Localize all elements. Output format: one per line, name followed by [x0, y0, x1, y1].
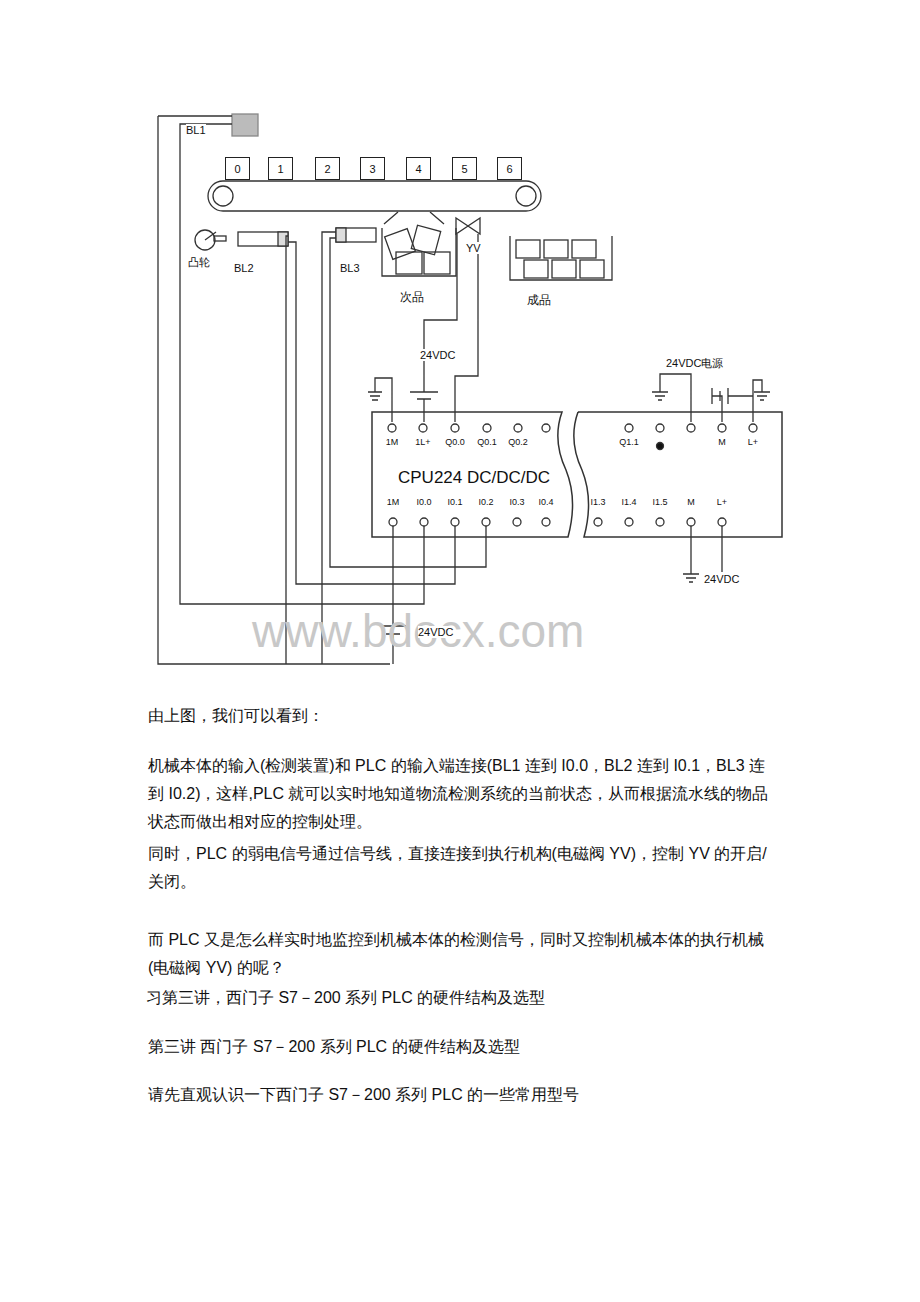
- terminal: [451, 518, 459, 526]
- part-label: BL3: [340, 262, 360, 274]
- body-text: 由上图，我们可以看到：: [148, 702, 780, 730]
- body-text: 第三讲 西门子 S7－200 系列 PLC 的硬件结构及选型: [148, 1033, 780, 1061]
- conveyor-slot: 3: [360, 157, 385, 180]
- terminal-name: I0.2: [478, 498, 493, 508]
- part-label: YV: [466, 242, 481, 254]
- terminal: [389, 518, 397, 526]
- terminal-name: L+: [717, 498, 727, 508]
- terminal: [594, 518, 602, 526]
- terminal: [656, 424, 664, 432]
- terminal-name: M: [718, 438, 726, 448]
- part-label: 24VDC电源: [666, 357, 723, 369]
- terminal: [514, 424, 522, 432]
- part-label: 成品: [527, 294, 551, 307]
- terminal-name: M: [687, 498, 695, 508]
- slot-number: 2: [324, 163, 330, 175]
- terminal: [420, 518, 428, 526]
- part-label: BL1: [186, 124, 206, 136]
- terminal-dot: [657, 443, 664, 450]
- terminal: [625, 518, 633, 526]
- terminal: [483, 424, 491, 432]
- terminal-name: I0.0: [416, 498, 431, 508]
- slot-number: 3: [369, 163, 375, 175]
- conveyor-slot: 6: [497, 157, 522, 180]
- terminal-name: 1M: [386, 438, 399, 448]
- terminal-name: Q0.0: [445, 438, 465, 448]
- terminal-name: I1.4: [621, 498, 636, 508]
- part-label: 24VDC: [420, 349, 455, 361]
- conveyor-slot: 4: [406, 157, 431, 180]
- part-label: 凸轮: [188, 256, 210, 268]
- terminal: [687, 518, 695, 526]
- body-text: 而 PLC 又是怎么样实时地监控到机械本体的检测信号，同时又控制机械本体的执行机…: [148, 926, 780, 982]
- part-label: 次品: [400, 291, 424, 304]
- terminal-name: 1L+: [415, 438, 430, 448]
- terminal: [687, 424, 695, 432]
- terminal-name: I1.5: [652, 498, 667, 508]
- terminal: [451, 424, 459, 432]
- slot-number: 0: [234, 163, 240, 175]
- terminal: [718, 424, 726, 432]
- body-text: 同时，PLC 的弱电信号通过信号线，直接连接到执行机构(电磁阀 YV)，控制 Y…: [148, 840, 780, 896]
- conveyor-slot: 5: [452, 157, 477, 180]
- part-label: 24VDC: [418, 626, 453, 638]
- terminal: [513, 518, 521, 526]
- terminal-name: I1.3: [590, 498, 605, 508]
- part-label: 24VDC: [704, 573, 739, 585]
- terminal-name: I0.1: [447, 498, 462, 508]
- terminal: [749, 424, 757, 432]
- slot-number: 6: [506, 163, 512, 175]
- terminal: [388, 424, 396, 432]
- conveyor-slot: 1: [268, 157, 293, 180]
- terminal-name: Q1.1: [619, 438, 639, 448]
- plc-box: CPU224 DC/DC/DC: [372, 412, 782, 537]
- terminal: [542, 424, 550, 432]
- terminal: [718, 518, 726, 526]
- terminal: [419, 424, 427, 432]
- terminal: [656, 518, 664, 526]
- terminal: [542, 518, 550, 526]
- terminal: [625, 424, 633, 432]
- slot-number: 4: [415, 163, 421, 175]
- conveyor-slot: 2: [315, 157, 340, 180]
- slot-number: 1: [277, 163, 283, 175]
- terminal-name: 1M: [387, 498, 400, 508]
- body-text: 习第三讲，西门子 S7－200 系列 PLC 的硬件结构及选型: [146, 984, 778, 1012]
- body-text: 机械本体的输入(检测装置)和 PLC 的输入端连接(BL1 连到 I0.0，BL…: [148, 752, 780, 836]
- slot-number: 5: [461, 163, 467, 175]
- terminal-name: I0.3: [509, 498, 524, 508]
- terminal-name: I0.4: [538, 498, 553, 508]
- terminal-name: Q0.1: [477, 438, 497, 448]
- conveyor-slot: 0: [225, 157, 250, 180]
- part-label: BL2: [234, 262, 254, 274]
- terminal: [482, 518, 490, 526]
- terminal-name: L+: [748, 438, 758, 448]
- body-text: 请先直观认识一下西门子 S7－200 系列 PLC 的一些常用型号: [148, 1081, 780, 1109]
- plc-model: CPU224 DC/DC/DC: [398, 468, 550, 488]
- terminal-name: Q0.2: [508, 438, 528, 448]
